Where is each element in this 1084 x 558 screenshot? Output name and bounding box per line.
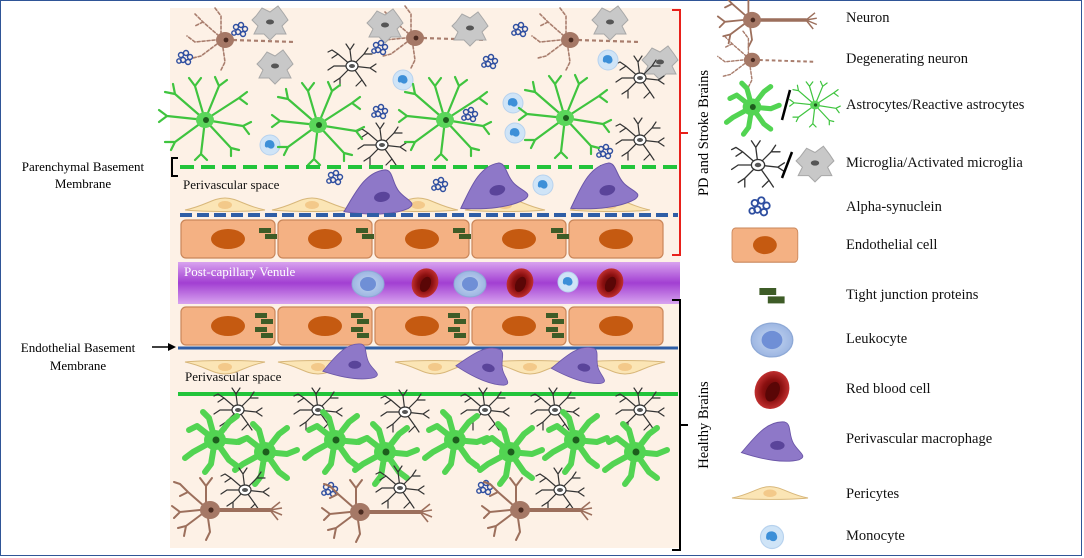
- neuron-icon: [715, 0, 819, 49]
- degenerating-neuron-icon: [716, 30, 816, 88]
- endothelial-label-line2: Membrane: [50, 358, 107, 373]
- parenchymal-label-line2: Membrane: [55, 176, 112, 191]
- endothelial-arrow-head: [168, 343, 176, 351]
- leukocyte-icon: [750, 322, 794, 358]
- endothelial-cell-icon: [731, 227, 799, 263]
- legend-label-alpha-synuclein: Alpha-synuclein: [846, 199, 942, 215]
- legend-label-red-blood-cell: Red blood cell: [846, 381, 931, 397]
- parenchymal-bracket: [171, 157, 178, 177]
- bracket-pd-stroke: [672, 9, 688, 256]
- legend: [715, 0, 841, 550]
- pericyte-icon: [731, 486, 809, 500]
- tight-junction-icon: [759, 288, 785, 304]
- legend-label-astrocytes: Astrocytes/Reactive astrocytes: [846, 97, 1025, 113]
- microglia-icon: [730, 140, 835, 188]
- perivascular-label-top: Perivascular space: [183, 177, 280, 192]
- macrophage-icon: [740, 421, 804, 462]
- legend-label-leukocyte: Leukocyte: [846, 331, 908, 347]
- legend-label-endothelial-cell: Endothelial cell: [846, 237, 938, 253]
- monocyte-icon: [759, 524, 785, 550]
- legend-label-degenerating-neuron: Degenerating neuron: [846, 51, 968, 67]
- bracket-healthy: [672, 299, 688, 551]
- legend-label-macrophage: Perivascular macrophage: [846, 431, 993, 447]
- legend-label-tight-junction: Tight junction proteins: [846, 287, 979, 303]
- bracket-healthy-label: Healthy Brains: [696, 381, 712, 469]
- parenchymal-label-line1: Parenchymal Basement: [22, 159, 145, 174]
- astrocyte-icon: [727, 81, 841, 134]
- legend-label-microglia: Microglia/Activated microglia: [846, 155, 1023, 171]
- endothelial-row-bottom: [180, 306, 664, 346]
- endothelial-label-line1: Endothelial Basement: [21, 340, 136, 355]
- venule-label: Post-capillary Venule: [184, 264, 296, 279]
- bracket-pd-stroke-label: PD and Stroke Brains: [696, 70, 712, 196]
- legend-label-neuron: Neuron: [846, 10, 890, 26]
- perivascular-label-bottom: Perivascular space: [185, 369, 282, 384]
- legend-label-pericytes: Pericytes: [846, 486, 900, 502]
- legend-label-monocyte: Monocyte: [846, 528, 905, 544]
- red-blood-cell-icon: [748, 365, 796, 415]
- endothelial-row-top: [180, 219, 664, 259]
- alpha-synuclein-icon: [748, 196, 771, 217]
